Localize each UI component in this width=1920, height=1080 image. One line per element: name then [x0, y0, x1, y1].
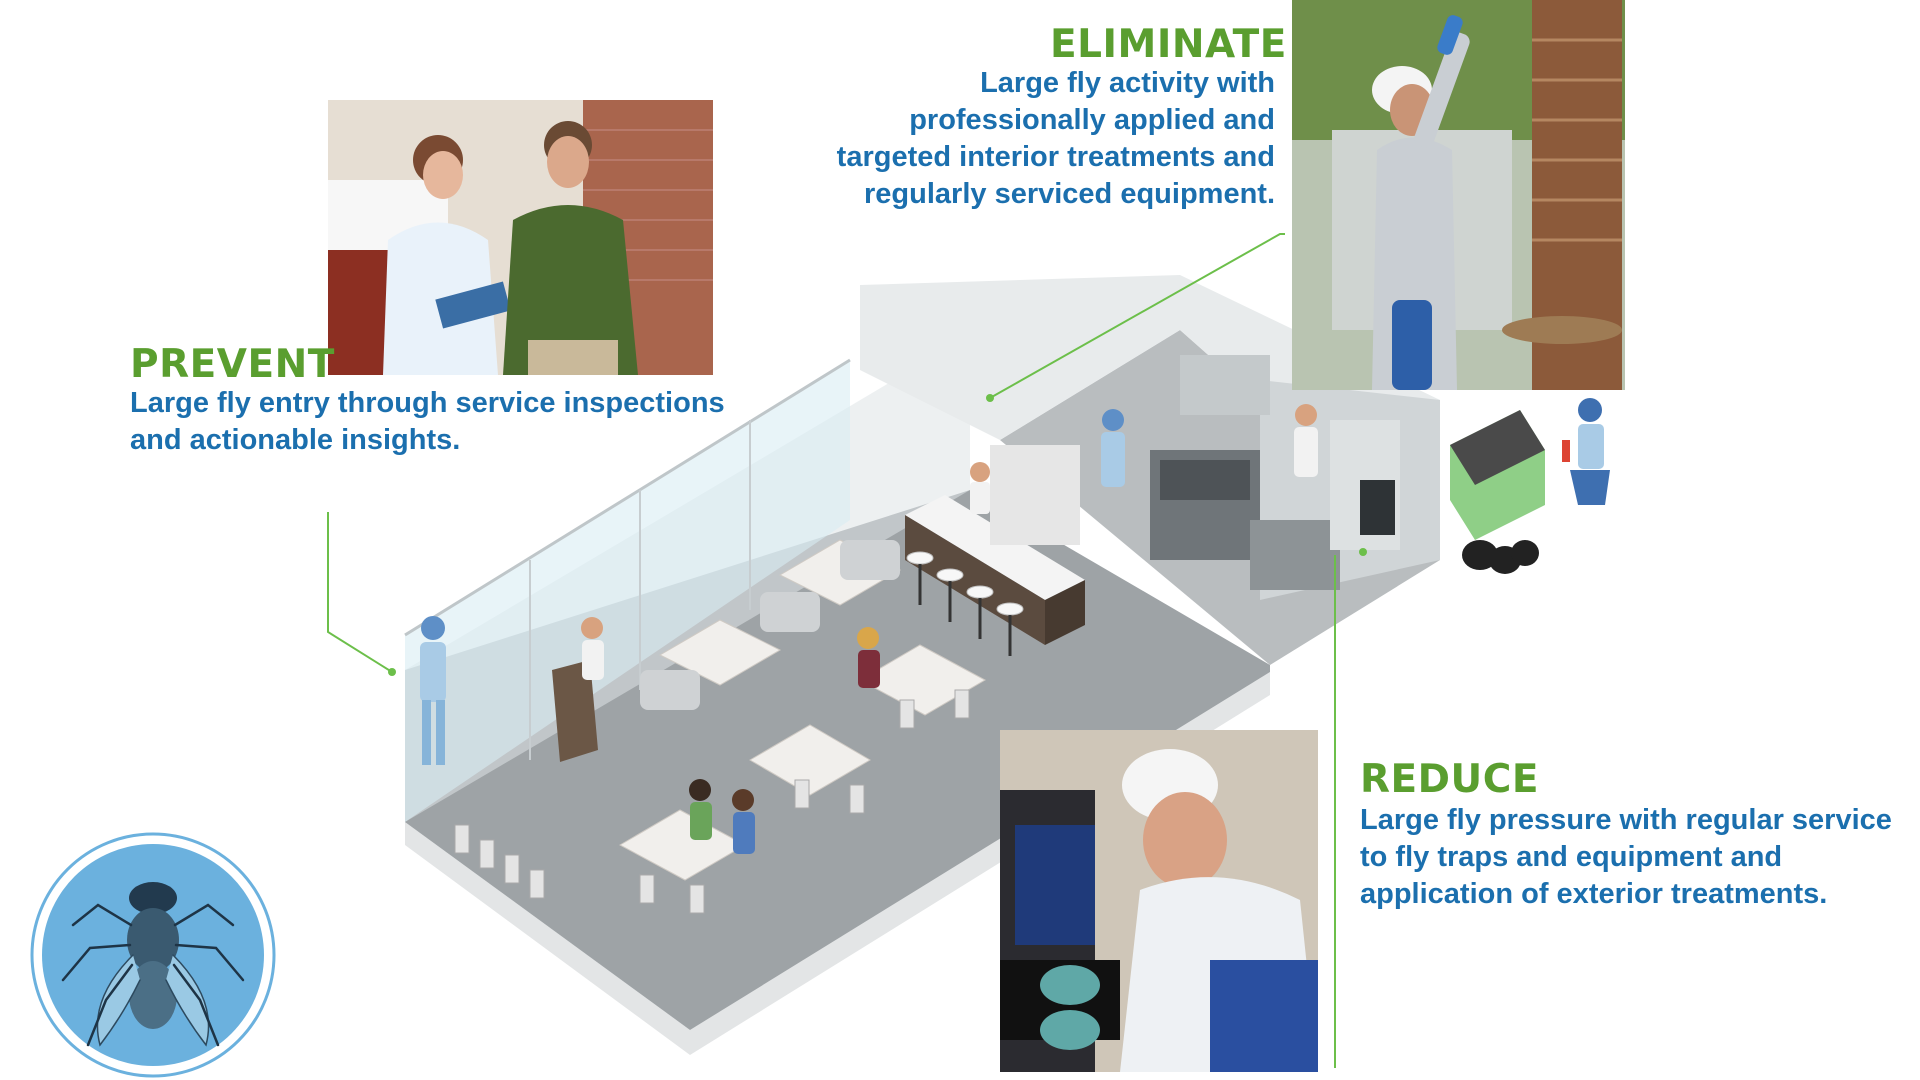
kitchen-hood — [1180, 355, 1270, 415]
reduce-photo — [1000, 730, 1318, 1072]
prevent-photo — [328, 100, 713, 375]
prevent-body: Large fly entry through service inspecti… — [130, 387, 725, 456]
trash-bags — [1462, 540, 1539, 574]
prevent-heading: PREVENT — [130, 342, 335, 387]
booth-seats — [640, 540, 900, 710]
host-figure — [581, 617, 604, 680]
reduce-heading: REDUCE — [1360, 757, 1539, 802]
bar-counter — [905, 495, 1085, 600]
glass-wall — [405, 360, 850, 822]
eliminate-heading: ELIMINATE — [1050, 22, 1287, 67]
fly-icon — [61, 882, 245, 1047]
kitchen-counter — [1250, 520, 1340, 590]
leader-lines — [327, 233, 1336, 1068]
eliminate-body: Large fly activity with professionally a… — [836, 67, 1275, 210]
diners-figures — [689, 627, 880, 854]
kitchen-worker-figures — [970, 404, 1318, 514]
eliminate-photo — [1292, 0, 1625, 390]
technician-figure-entrance — [420, 616, 446, 765]
fly-badge — [30, 832, 276, 1078]
host-stand — [552, 660, 598, 762]
bar-stools — [906, 551, 1024, 616]
bar-shelf — [990, 445, 1080, 545]
dining-chairs — [454, 689, 970, 914]
fly-light-trap — [1360, 480, 1395, 535]
technician-figure-dumpster — [1562, 398, 1610, 505]
prevent-leader-line — [327, 512, 393, 673]
eliminate-leader-line — [989, 233, 1285, 399]
reduce-body: Large fly pressure with regular service … — [1360, 804, 1892, 910]
